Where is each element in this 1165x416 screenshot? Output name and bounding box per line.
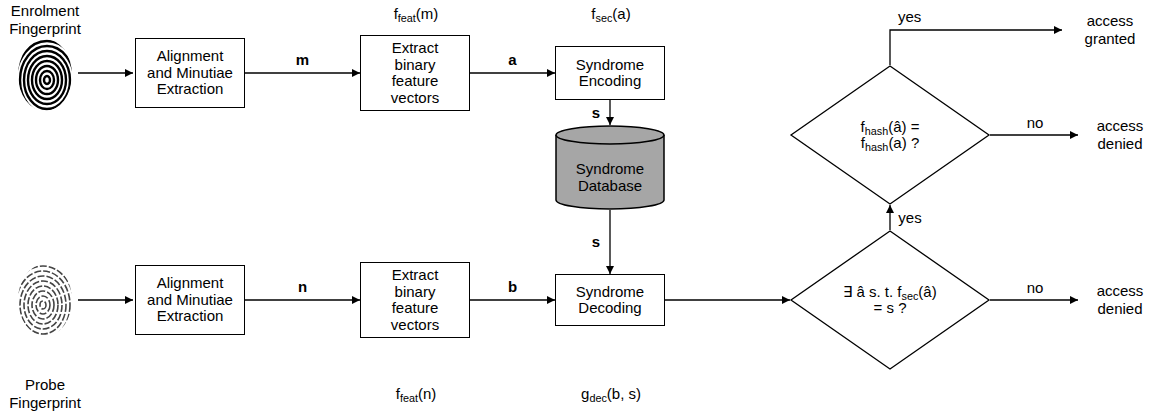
fingerprint-ridge — [24, 281, 62, 329]
function-label: gdec(b, s) — [526, 385, 696, 403]
fingerprint-ridge — [36, 66, 58, 94]
connector-arrow — [245, 299, 360, 300]
fingerprint-ridge — [4, 256, 82, 354]
fingerprint-ridge — [28, 56, 66, 104]
node-text: Extract binary feature vectors — [371, 40, 459, 106]
input-arrow — [78, 299, 133, 300]
input-arrow — [78, 72, 133, 73]
subscript: sec — [596, 12, 613, 24]
function-label: ffeat(m) — [331, 5, 501, 23]
outcome-arrow — [990, 134, 1078, 135]
branch-label: yes — [898, 8, 932, 26]
edge-label: m — [294, 52, 311, 69]
subscript: sec — [902, 289, 919, 301]
connector-arrow — [889, 205, 890, 230]
branch-label: no — [1018, 279, 1052, 297]
probe-fingerprint-image — [4, 256, 82, 354]
node-text: Syndrome Database — [566, 141, 654, 194]
process-box: Syndrome Decodinggdec(b, s) — [555, 274, 665, 326]
fingerprint-ridge — [32, 61, 62, 99]
node-text: Syndrome Encoding — [566, 57, 654, 90]
edge-label: n — [296, 279, 309, 296]
edge-label: s — [590, 234, 602, 251]
subscript: dec — [589, 392, 606, 404]
connector-arrow — [609, 210, 610, 274]
process-box: Alignment and Minutiae Extraction — [135, 265, 245, 335]
fingerprint-ridge — [8, 31, 86, 129]
process-box: Extract binary feature vectorsffeat(m) — [360, 35, 470, 111]
outcome-text: access granted — [1068, 12, 1152, 48]
fingerprint-ridge — [32, 291, 54, 319]
node-text: Extract binary feature vectors — [371, 267, 459, 333]
fingerprint-ridge — [20, 46, 74, 114]
subscript: feat — [400, 392, 418, 404]
fingerprint-ridge — [8, 261, 78, 349]
edge-label: yes — [896, 209, 923, 226]
branch-label: no — [1018, 114, 1052, 132]
subscript: hash — [865, 141, 888, 153]
connector-arrow — [609, 100, 610, 125]
function-label: ffeat(n) — [331, 385, 501, 403]
decision-diamond: fhash(â) = fhash(a) ? — [790, 65, 990, 205]
fingerprint-ridge — [24, 51, 70, 109]
database-cylinder: Syndrome Database — [555, 125, 665, 210]
node-text: Alignment and Minutiae Extraction — [146, 48, 234, 98]
fingerprint-ridge — [12, 266, 74, 344]
process-box: Syndrome Encodingfsec(a) — [555, 46, 665, 100]
edge-label: b — [506, 279, 519, 296]
fingerprint-ridge — [40, 71, 54, 89]
node-text: Alignment and Minutiae Extraction — [146, 275, 234, 325]
node-text: Syndrome Decoding — [566, 284, 654, 317]
figure-caption: Enrolment Fingerprint — [0, 2, 90, 38]
fingerprint-ridge — [36, 296, 50, 314]
enrolment-fingerprint-image — [8, 31, 86, 129]
cylinder-body — [556, 135, 664, 209]
connector-arrow — [470, 299, 555, 300]
outcome-arrow — [890, 30, 1062, 65]
decision-diamond: ∃ â s. t. fsec(â) = s ? — [790, 230, 990, 370]
diamond-shape — [791, 66, 989, 204]
process-box: Extract binary feature vectorsffeat(n) — [360, 262, 470, 338]
fingerprint-ridge — [12, 36, 82, 124]
outcome-arrow — [990, 299, 1078, 300]
diamond-shape — [791, 231, 989, 369]
fingerprint-ridge — [28, 286, 58, 324]
subscript: hash — [865, 124, 888, 136]
edge-label: s — [590, 104, 602, 121]
connector-arrow — [665, 299, 790, 300]
outcome-text: access denied — [1082, 282, 1158, 318]
fingerprint-ridge — [16, 41, 78, 119]
cylinder-top — [556, 126, 664, 144]
fingerprint-ridge — [16, 271, 70, 339]
figure-caption: Probe Fingerprint — [0, 376, 90, 412]
process-box: Alignment and Minutiae Extraction — [135, 38, 245, 108]
fingerprint-ridge — [40, 301, 46, 309]
connector-arrow — [470, 72, 555, 73]
fingerprint-ridge — [44, 76, 50, 84]
fingerprint-ridge — [20, 276, 66, 334]
node-text: ∃ â s. t. fsec(â) = s ? — [843, 284, 937, 317]
edge-label: a — [506, 52, 518, 69]
node-text: fhash(â) = fhash(a) ? — [843, 119, 937, 152]
connector-arrow — [245, 72, 360, 73]
subscript: feat — [398, 12, 416, 24]
function-label: fsec(a) — [526, 5, 696, 23]
outcome-text: access denied — [1082, 117, 1158, 153]
